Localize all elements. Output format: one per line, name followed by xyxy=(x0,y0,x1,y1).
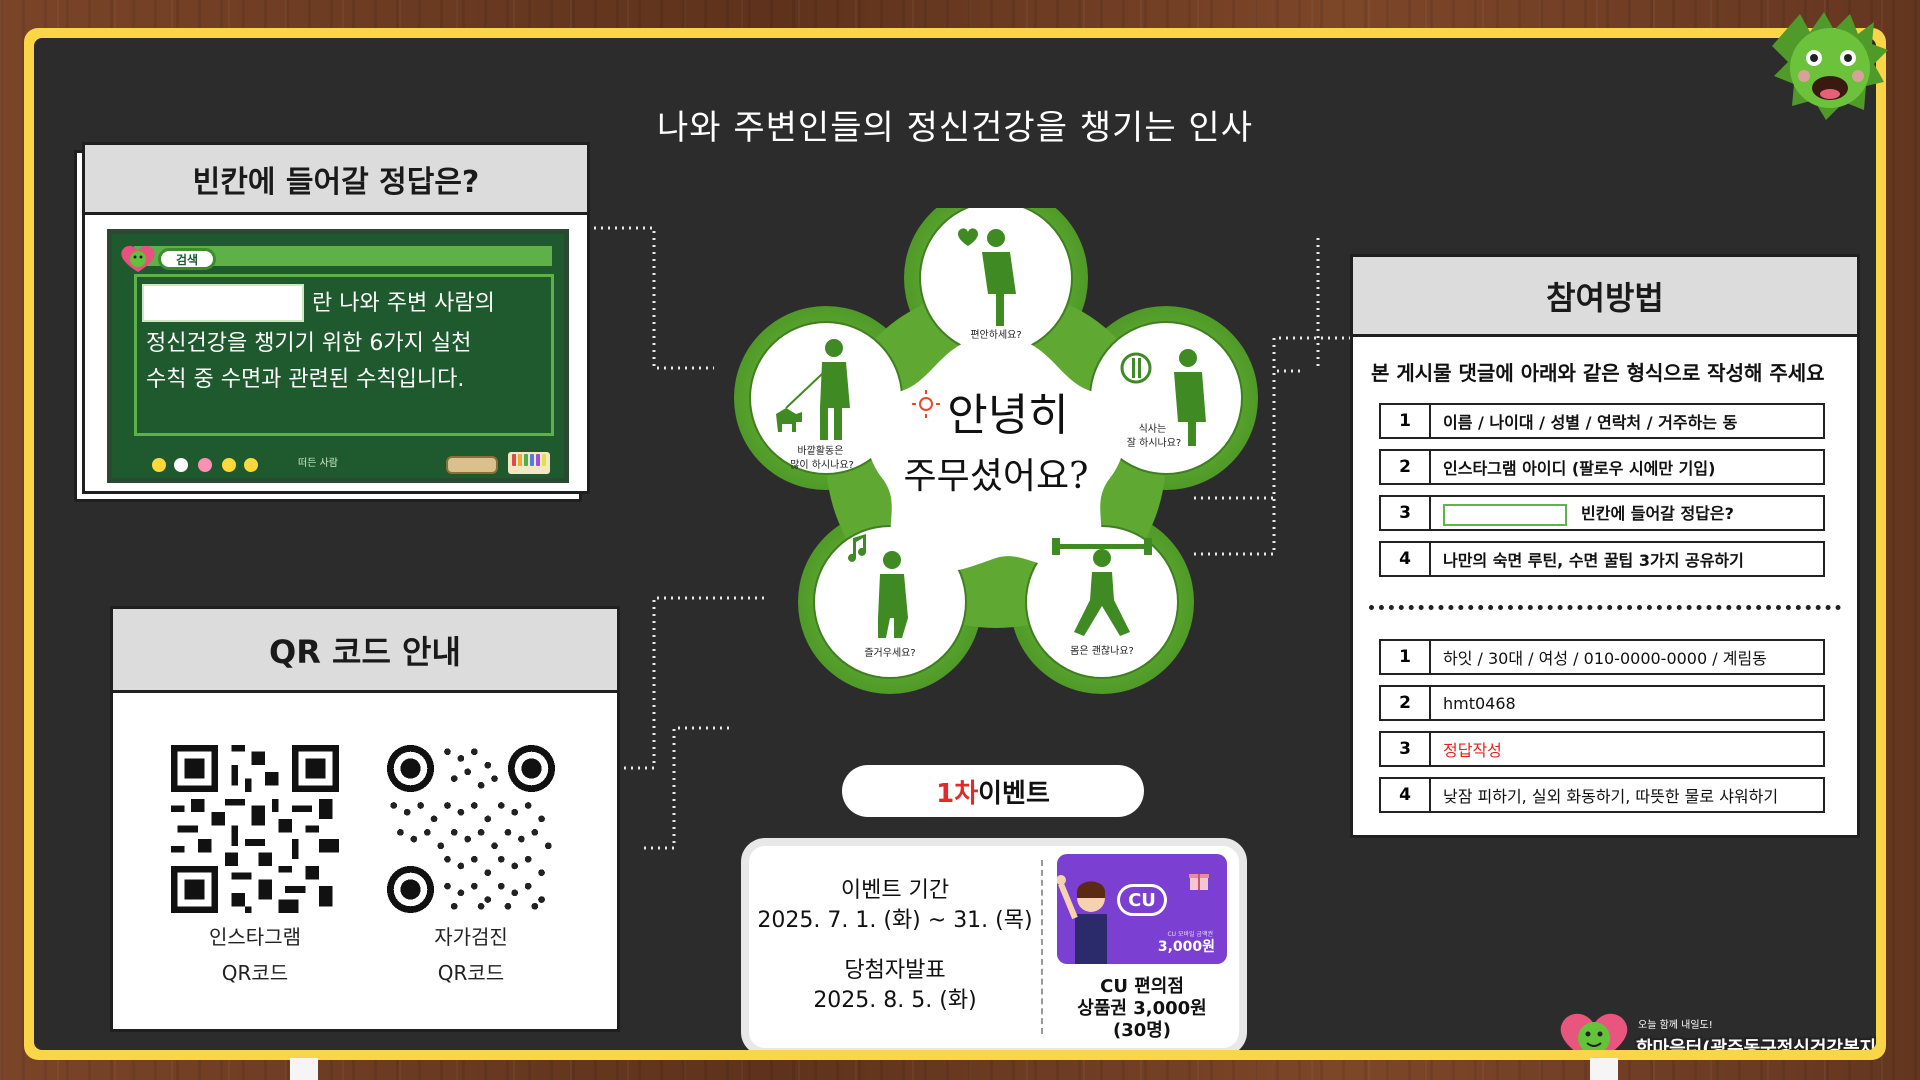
cu-card-small-text: CU 모바일 금액권 xyxy=(1167,931,1213,938)
event-dates: 이벤트 기간 2025. 7. 1. (화) ~ 31. (목) 당첨자발표 2… xyxy=(749,846,1041,1048)
heart-logo-icon xyxy=(121,245,155,272)
quiz-line-3: 수칙 중 수면과 관련된 수칙입니다. xyxy=(146,367,465,392)
prize-caption: CU 편의점 상품권 3,000원 (30명) xyxy=(1077,976,1207,1041)
flower-icon xyxy=(198,458,212,472)
qr-heading: QR 코드 안내 xyxy=(113,609,617,693)
greeting-flower-graphic: 편안하세요? 식사는 잘 하시나요? 몸은 괜찮나요? xyxy=(734,208,1258,694)
search-pill: 검색 xyxy=(158,248,216,270)
event-period-label: 이벤트 기간 xyxy=(840,878,950,903)
eraser-icon xyxy=(446,456,498,474)
petal-label: 바깥활동은 많이 하시나요? xyxy=(790,444,854,471)
petal-label: 식사는 잘 하시나요? xyxy=(1127,423,1182,449)
winner-announce-label: 당첨자발표 xyxy=(844,958,946,983)
event-title-pill: 1차 이벤트 xyxy=(842,765,1144,817)
format-row: 4 나만의 숙면 루틴, 수면 꿀팁 3가지 공유하기 xyxy=(1379,541,1825,577)
search-bar xyxy=(134,246,552,266)
greeting-line-1: 안녕히 xyxy=(947,390,1068,441)
quiz-chalkboard: 검색 란 나와 주변 사람의 정신건강을 챙기기 위한 6가지 실천 수칙 중 … xyxy=(107,229,569,483)
sun-icon xyxy=(912,390,940,418)
board-leg xyxy=(290,1058,318,1080)
organization-tagline: 오늘 함께 내일도! xyxy=(1638,1020,1713,1031)
petal-label: 몸은 괜찮나요? xyxy=(1070,645,1134,657)
waving-person-icon xyxy=(1057,875,1107,964)
event-period-value: 2025. 7. 1. (화) ~ 31. (목) xyxy=(757,908,1033,933)
gift-box-icon xyxy=(1189,874,1209,890)
person-dog-walk-icon xyxy=(776,339,850,440)
heart-logo-icon xyxy=(1560,1013,1628,1050)
flower-icon xyxy=(244,458,258,472)
flower-icon xyxy=(222,458,236,472)
chalk-box-icon xyxy=(508,452,550,474)
example-row: 3 정답작성 xyxy=(1379,731,1825,767)
qr-panel: QR 코드 안내 xyxy=(110,606,620,1032)
quiz-panel: 빈칸에 들어갈 정답은? 검색 란 나와 주변 사람의 정신건강을 챙기기 위한… xyxy=(82,142,590,494)
format-row: 3 빈칸에 들어갈 정답은? xyxy=(1379,495,1825,531)
mascot-character-icon xyxy=(1772,12,1888,120)
person-meal-icon xyxy=(1120,349,1206,446)
event-info-box: 이벤트 기간 2025. 7. 1. (화) ~ 31. (목) 당첨자발표 2… xyxy=(741,838,1247,1050)
quiz-text-frame xyxy=(134,274,554,436)
chalkboard: 나와 주변인들의 정신건강을 챙기는 인사 빈칸에 들어갈 정답은? xyxy=(34,38,1876,1050)
quiz-heading: 빈칸에 들어갈 정답은? xyxy=(85,145,587,215)
person-exercise-icon xyxy=(1052,538,1152,636)
quiz-panel-stack: 빈칸에 들어갈 정답은? 검색 란 나와 주변 사람의 정신건강을 챙기기 위한… xyxy=(74,142,590,502)
flower-icon xyxy=(174,458,188,472)
example-row: 4 낮잠 피하기, 실외 화동하기, 따뜻한 물로 샤워하기 xyxy=(1379,777,1825,813)
cu-gift-card: CU CU 모바일 금액권 3,000원 xyxy=(1057,854,1227,964)
blank-answer-box xyxy=(142,284,304,322)
winner-announce-value: 2025. 8. 5. (화) xyxy=(813,988,977,1013)
format-row: 1 이름 / 나이대 / 성별 / 연락처 / 거주하는 동 xyxy=(1379,403,1825,439)
participation-heading: 참여방법 xyxy=(1353,257,1857,337)
flower-icon xyxy=(152,458,166,472)
cu-logo: CU xyxy=(1117,884,1167,916)
quiz-small-note: 떠든 사람 xyxy=(298,458,338,469)
main-title: 나와 주변인들의 정신건강을 챙기는 인사 xyxy=(657,108,1253,148)
petal-label: 즐거우세요? xyxy=(864,647,915,659)
organization-name: 한마음터(광주동구정신건강복지센터) xyxy=(1636,1038,1876,1050)
cu-card-amount: 3,000원 xyxy=(1157,939,1215,955)
example-row: 1 하잇 / 30대 / 여성 / 010-0000-0000 / 계림동 xyxy=(1379,639,1825,675)
format-row: 2 인스타그램 아이디 (팔로우 시에만 기입) xyxy=(1379,449,1825,485)
center-blob xyxy=(867,336,1125,572)
participation-panel: 참여방법 본 게시물 댓글에 아래와 같은 형식으로 작성해 주세요 1 이름 … xyxy=(1350,254,1860,838)
participation-intro: 본 게시물 댓글에 아래와 같은 형식으로 작성해 주세요 xyxy=(1371,361,1825,385)
person-music-icon xyxy=(848,534,908,638)
organization-logo: 오늘 함께 내일도! 한마음터(광주동구정신건강복지센터) xyxy=(1546,990,1876,1050)
example-row: 2 hmt0468 xyxy=(1379,685,1825,721)
board-leg xyxy=(1590,1058,1618,1080)
person-heart-icon xyxy=(958,228,1016,326)
event-divider xyxy=(1041,860,1043,1034)
chalkboard-frame: 나와 주변인들의 정신건강을 챙기는 인사 빈칸에 들어갈 정답은? xyxy=(24,28,1886,1060)
answer-blank-box xyxy=(1443,503,1567,526)
dotted-divider xyxy=(1369,605,1841,610)
petal-label: 편안하세요? xyxy=(970,328,1021,341)
greeting-line-2: 주무셨어요? xyxy=(904,456,1089,497)
quiz-line-1: 란 나와 주변 사람의 xyxy=(312,291,495,316)
self-check-qr-code[interactable] xyxy=(387,745,555,913)
quiz-line-2: 정신건강을 챙기기 위한 6가지 실천 xyxy=(146,331,472,356)
instagram-qr-code[interactable] xyxy=(171,745,339,913)
